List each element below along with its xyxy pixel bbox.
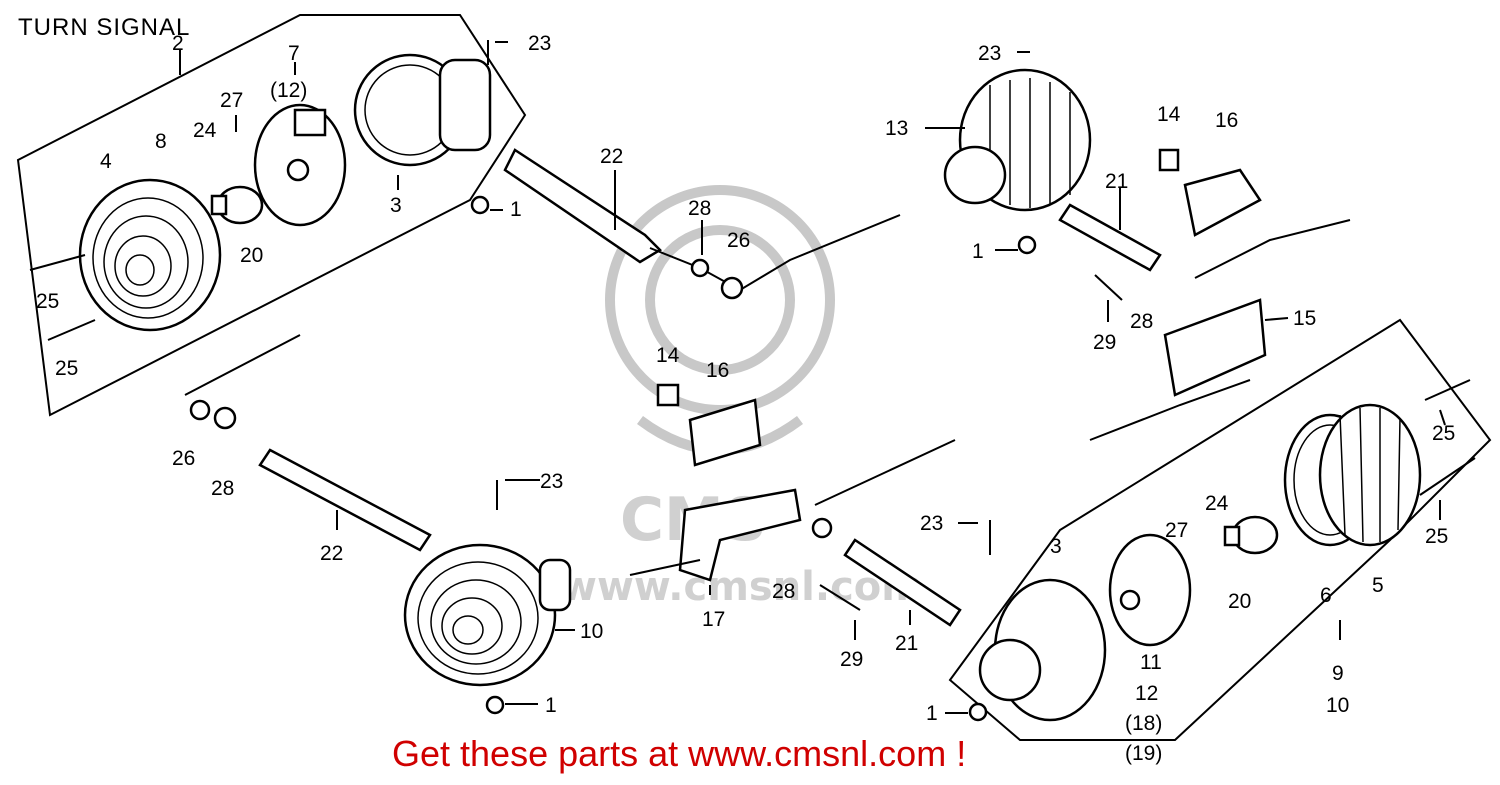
label-27b: 27 [1165, 519, 1188, 542]
wire-lower-left [184, 334, 301, 396]
label-3a: 3 [390, 194, 402, 217]
label-16a: 16 [1215, 109, 1238, 132]
bolt-29-upper [1094, 274, 1123, 301]
lens-lower-left [403, 543, 572, 687]
label-29a: 29 [1093, 331, 1116, 354]
diagram-title: TURN SIGNAL [18, 14, 191, 41]
label-23b: 23 [978, 42, 1001, 65]
label-1d: 1 [926, 702, 938, 725]
label-8: 8 [155, 130, 167, 153]
label-22b: 22 [320, 542, 343, 565]
nut-upper-left [470, 195, 490, 215]
label-10b: 10 [1326, 694, 1349, 717]
label-28d: 28 [772, 580, 795, 603]
label-9: 9 [1332, 662, 1344, 685]
rubber-16-upper [1183, 168, 1262, 237]
lens-lower-right [1318, 403, 1422, 547]
label-25c: 25 [1432, 422, 1455, 445]
label-21b: 21 [895, 632, 918, 655]
stay-lower-right [843, 538, 962, 627]
label-28b: 28 [1130, 310, 1153, 333]
label-28a: 28 [688, 197, 711, 220]
nut-upper-right [1017, 235, 1037, 255]
label-10a: 10 [580, 620, 603, 643]
label-19: (19) [1125, 742, 1162, 765]
label-16b: 16 [706, 359, 729, 382]
label-26b: 26 [172, 447, 195, 470]
bolt-29-lower [819, 584, 861, 611]
label-6: 6 [1320, 584, 1332, 607]
label-14a: 14 [1157, 103, 1181, 126]
nut-lower-left [485, 695, 505, 715]
label-20a: 20 [240, 244, 263, 267]
wire-upper-right [1194, 219, 1351, 279]
label-24b: 24 [1205, 492, 1229, 515]
label-1c: 1 [545, 694, 557, 717]
label-18: (18) [1125, 712, 1162, 735]
watermark-url: www.cmsnl.com [560, 564, 923, 610]
label-13: 13 [885, 117, 908, 140]
washer-26-lower [189, 399, 211, 421]
promo-link[interactable]: Get these parts at www.cmsnl.com ! [392, 733, 967, 774]
lens-upper-left [78, 178, 222, 332]
screw-25-d [1419, 457, 1476, 496]
rubber-16-lower [688, 398, 762, 467]
label-17: 17 [702, 608, 725, 631]
socket-upper-left [253, 103, 347, 227]
label-25d: 25 [1425, 525, 1448, 548]
label-1a: 1 [510, 198, 522, 221]
stay-lower-left [258, 448, 432, 552]
label-7: 7 [288, 42, 300, 65]
label-12a: (12) [270, 79, 307, 102]
housing-lower-right [978, 578, 1107, 722]
label-23c: 23 [540, 470, 563, 493]
nut-lower-right [968, 702, 988, 722]
label-27a: 27 [220, 89, 243, 112]
cms-watermark: CMS www.cmsnl.com [560, 185, 923, 610]
label-20b: 20 [1228, 590, 1251, 613]
screw-25-b [47, 319, 96, 341]
label-14b: 14 [656, 344, 680, 367]
label-4: 4 [100, 150, 112, 173]
label-29b: 29 [840, 648, 863, 671]
socket-lower-right [1108, 533, 1192, 647]
stay-upper-right [1058, 203, 1162, 272]
bulb-lower-right [1223, 515, 1279, 555]
label-5: 5 [1372, 574, 1384, 597]
label-28c: 28 [211, 477, 234, 500]
collar-14-upper [1158, 148, 1180, 172]
washer-28-lower [213, 406, 237, 430]
label-25a: 25 [36, 290, 59, 313]
screw-25-a [29, 254, 86, 271]
bulb-upper-left [210, 185, 264, 225]
label-23d: 23 [920, 512, 943, 535]
label-24a: 24 [193, 119, 217, 142]
bracket-17 [678, 488, 802, 582]
assembly-outline-left [16, 14, 527, 417]
housing-upper-left [353, 53, 492, 167]
wire-right-mid [1089, 379, 1251, 441]
label-22a: 22 [600, 145, 623, 168]
assembly-outline-right [948, 318, 1492, 741]
housing-upper-right [943, 68, 1092, 212]
label-23a: 23 [528, 32, 551, 55]
wire-lower-mid [629, 439, 956, 576]
bracket-15 [1163, 298, 1267, 397]
label-11: 11 [1140, 651, 1162, 674]
label-26a: 26 [727, 229, 750, 252]
collar-14-lower [656, 383, 680, 407]
stay-upper-left [503, 148, 901, 300]
leader-lines [179, 41, 1446, 714]
label-15: 15 [1293, 307, 1316, 330]
washer-28-lower-right [811, 517, 833, 539]
label-21a: 21 [1105, 170, 1128, 193]
label-12b: 12 [1135, 682, 1158, 705]
label-3b: 3 [1050, 535, 1062, 558]
label-25b: 25 [55, 357, 78, 380]
label-1b: 1 [972, 240, 984, 263]
screw-25-c [1424, 379, 1471, 401]
label-2: 2 [172, 32, 184, 55]
